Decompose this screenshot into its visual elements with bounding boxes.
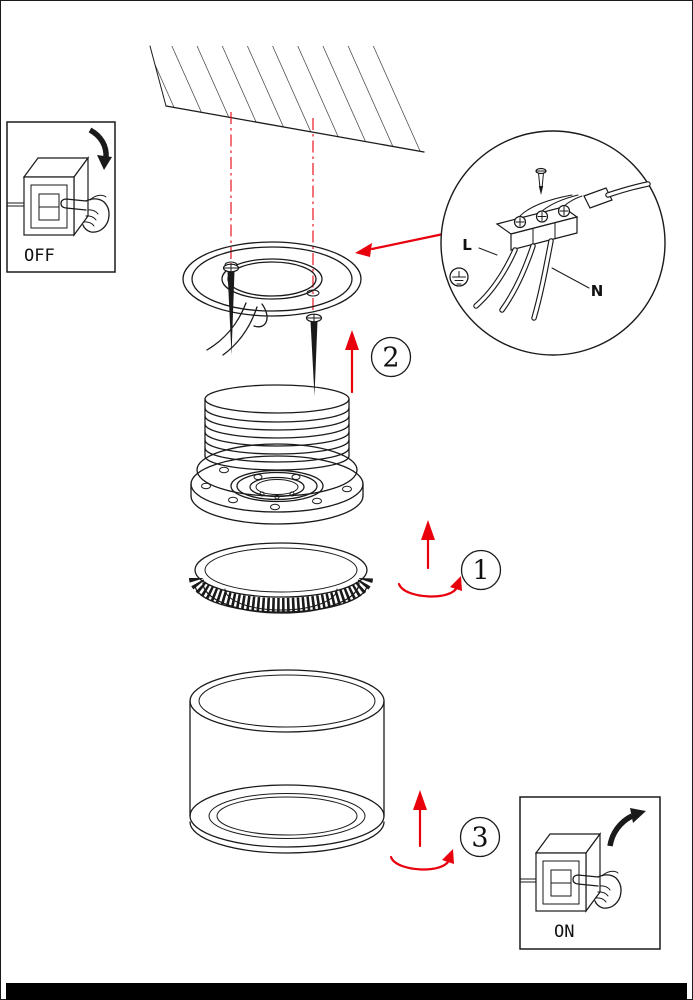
terminal-block bbox=[495, 204, 579, 251]
hand-icon bbox=[572, 870, 622, 909]
step-3-number: 3 bbox=[471, 823, 488, 854]
callout-wires bbox=[473, 238, 554, 321]
step-2-arrow-icon bbox=[345, 330, 359, 394]
live-label: L bbox=[462, 236, 472, 254]
mounting-screw-right bbox=[305, 313, 323, 396]
step-1-number: 1 bbox=[472, 556, 489, 587]
rotate-arrow-3-icon bbox=[389, 855, 451, 871]
switch-icon bbox=[6, 156, 90, 237]
step-1-arrowhead bbox=[421, 520, 435, 540]
live-leader bbox=[478, 247, 498, 256]
step-2-number: 2 bbox=[382, 343, 399, 374]
detail-arrow-icon bbox=[355, 233, 443, 257]
neutral-label: N bbox=[591, 282, 604, 300]
press-down-arrow-icon bbox=[88, 127, 112, 170]
supply-wires bbox=[206, 302, 268, 356]
neutral-leader bbox=[551, 267, 590, 289]
step-3-badge: 3 bbox=[459, 816, 501, 858]
flip-up-arrow-icon bbox=[607, 808, 646, 847]
switch-on-inset: ON bbox=[519, 796, 661, 950]
rotate-arrowhead-3 bbox=[442, 849, 454, 864]
ground-icon bbox=[449, 267, 469, 287]
switch-icon bbox=[519, 832, 602, 913]
terminal-screw-icon bbox=[535, 167, 547, 195]
step-3-arrow-icon bbox=[389, 790, 454, 871]
step-3-arrowhead bbox=[413, 790, 427, 810]
ceiling-hatch bbox=[149, 45, 425, 153]
off-label: OFF bbox=[24, 246, 55, 266]
heatsink-body bbox=[190, 384, 364, 525]
diffuser-ring bbox=[189, 542, 373, 614]
hand-icon bbox=[60, 194, 110, 233]
detail-arrowhead bbox=[355, 243, 372, 257]
step-2-badge: 2 bbox=[370, 336, 412, 378]
footer-bar bbox=[6, 983, 687, 1000]
rotate-arrow-1-icon bbox=[397, 582, 459, 598]
step-1-badge: 1 bbox=[460, 549, 502, 591]
rotate-arrowhead-1 bbox=[450, 576, 462, 591]
shade-cylinder bbox=[189, 669, 385, 854]
wiring-detail-callout: L N bbox=[440, 130, 666, 356]
step-2-arrowhead bbox=[345, 330, 359, 350]
on-label: ON bbox=[554, 922, 574, 942]
step-1-arrow-icon bbox=[397, 520, 462, 598]
switch-off-inset: OFF bbox=[6, 121, 116, 273]
cable-gland bbox=[519, 181, 651, 217]
mounting-screw-left bbox=[222, 263, 240, 355]
